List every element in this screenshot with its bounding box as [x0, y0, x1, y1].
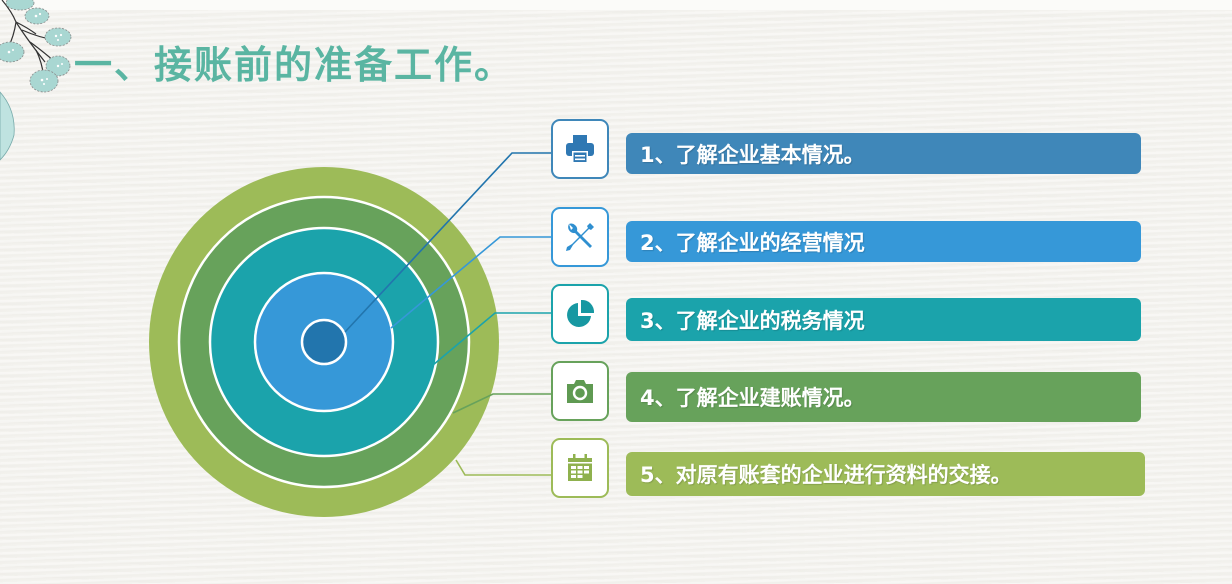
item-bar-2: 2、了解企业的经营情况 [626, 221, 1141, 262]
top-strip [0, 0, 1232, 10]
printer-icon [566, 135, 594, 163]
connector-line-3 [432, 312, 551, 366]
icon-box-5 [551, 438, 609, 498]
icon-box-1 [551, 119, 609, 179]
item-bar-3: 3、了解企业的税务情况 [626, 298, 1141, 341]
icon-box-2 [551, 207, 609, 267]
pie-chart-icon [567, 299, 595, 327]
connector-line-4 [452, 393, 551, 414]
camera-icon [567, 380, 593, 403]
connector-line-2 [390, 236, 551, 329]
slide-title: 一、接账前的准备工作。 [74, 43, 515, 87]
tools-icon [566, 223, 594, 251]
icon-box-4 [551, 361, 609, 421]
connector-line-5 [455, 459, 551, 476]
item-label-1: 1、了解企业基本情况。 [640, 142, 865, 167]
ring-center [300, 318, 348, 366]
item-bar-1: 1、了解企业基本情况。 [626, 133, 1141, 174]
leaf-decoration [0, 0, 72, 161]
item-label-2: 2、了解企业的经营情况 [640, 230, 865, 255]
item-label-3: 3、了解企业的税务情况 [640, 308, 865, 333]
item-bar-5: 5、对原有账套的企业进行资料的交接。 [626, 452, 1145, 496]
connector-line-1 [344, 152, 551, 333]
calendar-icon [568, 454, 592, 481]
icon-box-3 [551, 284, 609, 344]
item-label-5: 5、对原有账套的企业进行资料的交接。 [640, 463, 1012, 487]
item-label-4: 4、了解企业建账情况。 [640, 386, 865, 410]
item-bar-4: 4、了解企业建账情况。 [626, 372, 1141, 422]
